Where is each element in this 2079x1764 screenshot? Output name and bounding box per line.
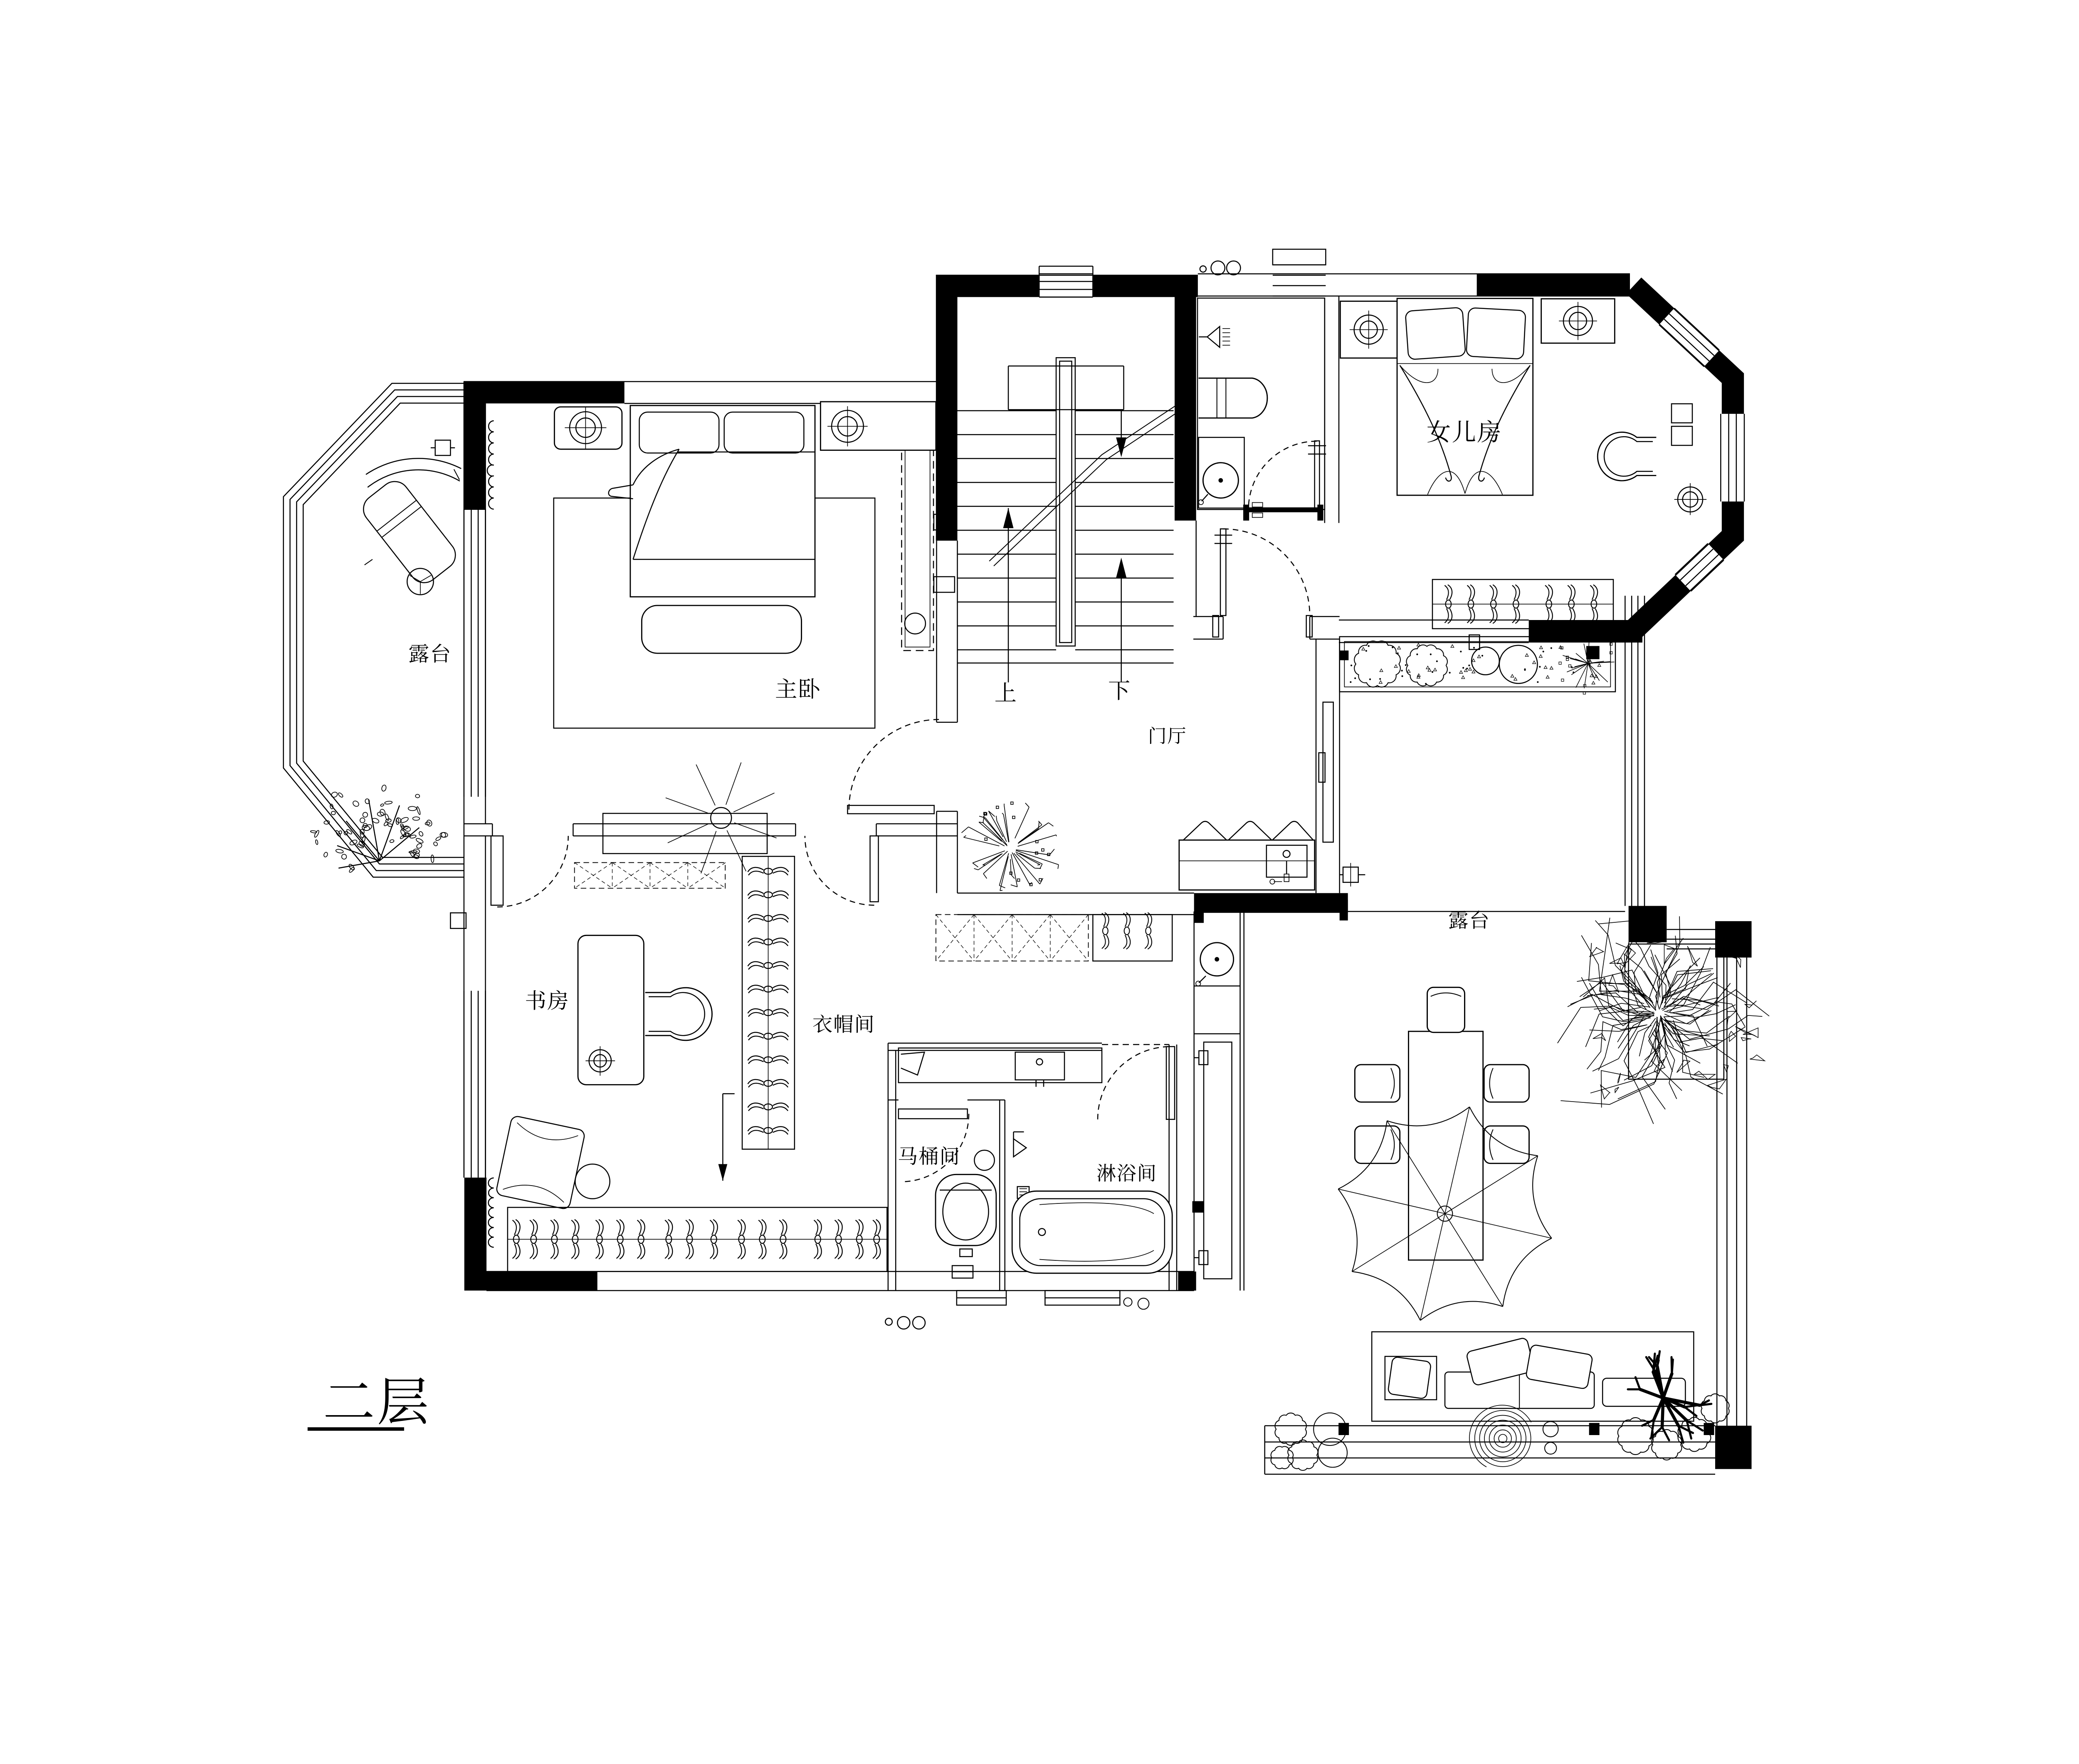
daughter-room [1339, 298, 1707, 630]
master-bedroom [486, 401, 956, 908]
flower-bed [1339, 634, 1616, 694]
stairs-down-arrow [1116, 410, 1127, 682]
room-label-terrace-right: 露台 [1449, 910, 1489, 932]
study [488, 862, 726, 1248]
hanging-rack-long [507, 1207, 888, 1272]
room-label-master-bedroom: 主卧 [775, 677, 820, 702]
bed-bench [641, 605, 802, 654]
nightstand-left [553, 406, 623, 450]
washing-machine [1195, 942, 1235, 986]
daughter-wardrobe [1432, 579, 1614, 630]
toilet [935, 1149, 997, 1258]
side-table [1671, 403, 1707, 515]
window-tag [1339, 863, 1365, 887]
room-label-terrace-left-text: 露台 [409, 642, 450, 665]
terrace-right [1264, 595, 1770, 1475]
daughter-bed [1396, 298, 1534, 496]
nightstand-a [1339, 300, 1398, 359]
room-label-daughter-room-text: 女儿房 [1427, 419, 1500, 446]
stair-up-label: 上 [995, 681, 1017, 706]
paper-background [0, 147, 2079, 1617]
dining-set [1354, 986, 1530, 1261]
room-labels: 露台主卧女儿房门厅书房衣帽间马桶间淋浴间露台上下二层 [307, 419, 1500, 1431]
cabinet-hangers [1092, 912, 1173, 962]
hall-console [1178, 820, 1316, 891]
room-label-daughter-room: 女儿房 [1427, 419, 1500, 446]
room-label-closet-text: 衣帽间 [813, 1014, 874, 1036]
walls-black [464, 274, 1752, 1469]
plan-drawing [283, 249, 1770, 1475]
room-label-toilet-room: 马桶间 [899, 1146, 959, 1168]
vanity-counter [898, 1047, 1103, 1087]
hall [961, 528, 1365, 891]
room-label-hall-text: 门厅 [1148, 726, 1186, 746]
laundry-machine [1198, 437, 1245, 509]
room-label-master-bedroom-text: 主卧 [775, 677, 820, 702]
room-label-study: 书房 [525, 989, 568, 1013]
bathtub [1011, 1190, 1173, 1274]
nightstand-right [820, 401, 937, 451]
room-label-terrace-right-text: 露台 [1449, 910, 1489, 932]
big-tree [1557, 916, 1770, 1124]
nightstand-b [1541, 298, 1615, 344]
desk-chair [1597, 431, 1657, 482]
terrace-left [283, 383, 467, 929]
closet [507, 856, 1173, 1272]
lounge-chair [496, 1116, 610, 1209]
leafy-tree [310, 784, 448, 873]
master-bed [608, 405, 816, 598]
stair-down-label-text: 下 [1108, 678, 1130, 703]
room-label-shower-room: 淋浴间 [1097, 1163, 1156, 1184]
ceiling-light-symbol [665, 762, 777, 874]
spiral-feature [1469, 1405, 1532, 1468]
shower-head-symbol [1199, 325, 1230, 348]
room-label-study-text: 书房 [525, 989, 568, 1013]
room-label-closet: 衣帽间 [813, 1014, 874, 1036]
rail-bushes [1270, 1412, 1559, 1471]
room-label-terrace-left: 露台 [409, 642, 450, 665]
washbasin [1198, 377, 1268, 419]
floor-title-text: 二层 [324, 1374, 428, 1431]
utility-counter [1194, 1041, 1232, 1280]
hatched-tree [1617, 1350, 1730, 1461]
stairs-up-arrow [1003, 508, 1014, 682]
potted-plant-starburst [961, 801, 1059, 891]
bathroom-suite [898, 1046, 1175, 1279]
parasol [1338, 1107, 1552, 1321]
stair-down-label: 下 [1108, 678, 1130, 703]
hanging-rack-vertical [741, 856, 795, 1150]
room-label-toilet-room-text: 马桶间 [899, 1146, 959, 1168]
staircase [957, 357, 1181, 682]
stair-up-label-text: 上 [995, 681, 1017, 706]
cabinet-x-hatch [935, 914, 1089, 961]
direction-arrow [718, 1093, 735, 1181]
chaise-lounge [363, 458, 462, 595]
bay-window [1625, 277, 1745, 639]
bathroom-top [1197, 297, 1326, 521]
misc-marks [884, 260, 1241, 1330]
utility-strip [1194, 942, 1235, 1280]
transom-shelf [602, 813, 768, 854]
room-label-hall: 门厅 [1148, 726, 1186, 746]
room-label-shower-room-text: 淋浴间 [1097, 1163, 1156, 1184]
floor-title: 二层 [307, 1374, 428, 1431]
study-desk [577, 934, 713, 1085]
